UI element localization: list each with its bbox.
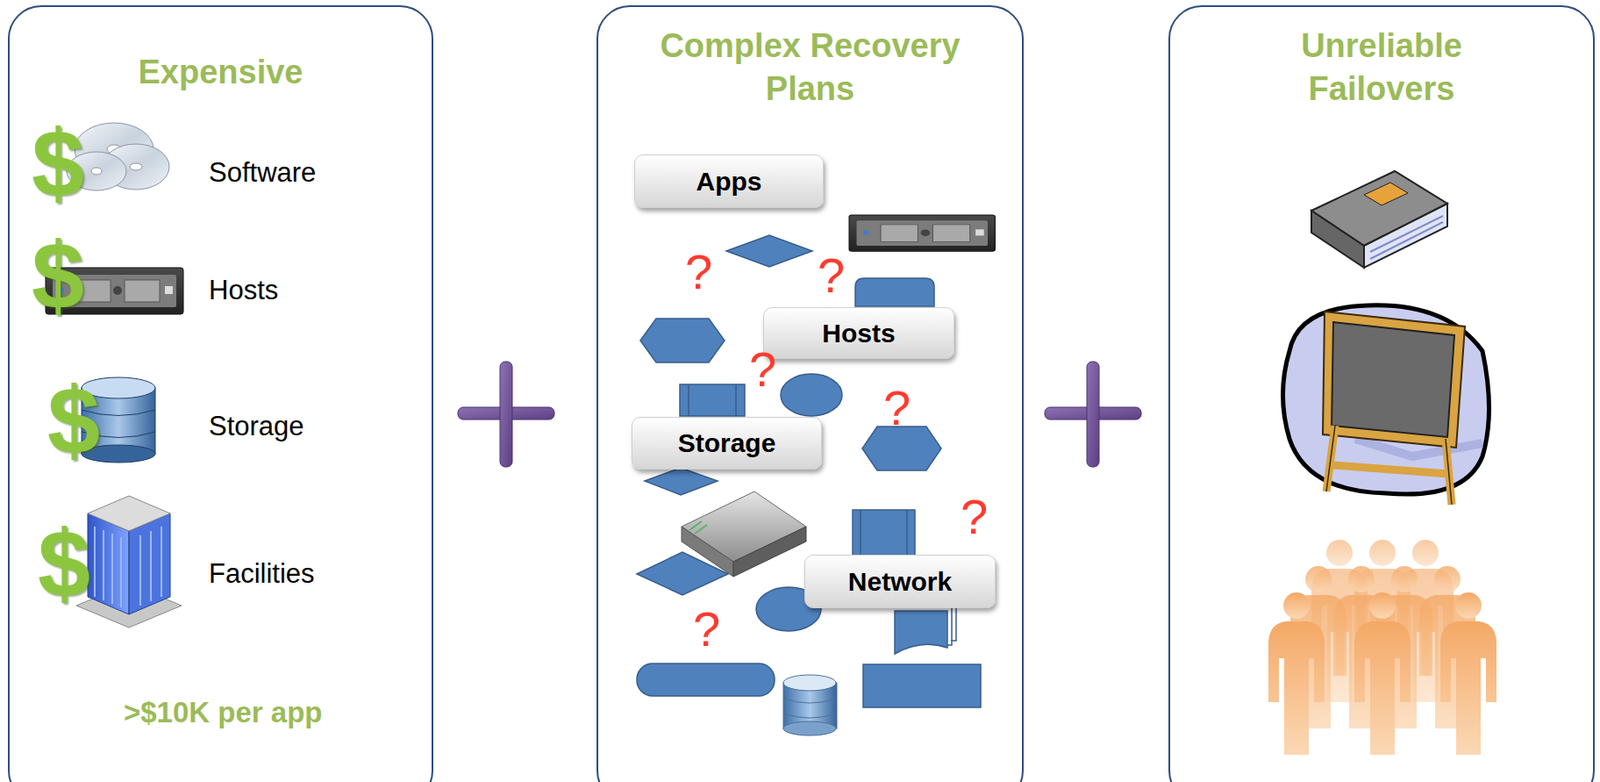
component-box: Network: [804, 554, 996, 608]
question-mark: ?: [749, 344, 777, 394]
whiteboard-icon: [1283, 305, 1490, 505]
flowchart-shapes-part: [862, 426, 942, 471]
flowchart-shapes-part: [780, 373, 843, 416]
manual-book-icon-part: [1364, 203, 1448, 268]
component-box: Storage: [631, 416, 822, 470]
people-icon-part: [1354, 592, 1411, 755]
plus-sign-part: [1086, 361, 1100, 467]
flowchart-shapes-part: [860, 509, 908, 557]
network-switch-icon: [681, 491, 807, 577]
flowchart-shapes-part: [726, 235, 813, 267]
cost-item: Facilities: [208, 558, 315, 589]
database-icon-part: [783, 698, 837, 718]
people-icon-part: [1440, 592, 1497, 755]
component-label: Apps: [696, 166, 763, 197]
component-label: Network: [848, 566, 952, 597]
whiteboard-icon-part: [1326, 425, 1452, 505]
network-switch-icon-part: [733, 526, 807, 577]
question-mark: ?: [685, 247, 713, 297]
flowchart-shapes-part: [863, 664, 981, 708]
manual-book-icon-part: [1364, 182, 1408, 206]
panel-heading: Unreliable Failovers: [1250, 24, 1514, 112]
people-icon: [1268, 539, 1497, 755]
cost-note: >$10K per app: [123, 696, 323, 729]
server-icon: [849, 214, 995, 251]
building-icon: [76, 495, 182, 628]
flowchart-shapes: [636, 235, 981, 708]
manual-book-icon-part: [1370, 215, 1443, 259]
cd-icon-part: [91, 167, 102, 175]
database-icon-part: [783, 674, 836, 691]
flowchart-shapes-part: [640, 318, 725, 363]
dollar-sign: $: [37, 515, 91, 611]
dollar-sign: $: [31, 228, 85, 323]
question-mark: ?: [817, 250, 845, 300]
manual-book-icon: [1311, 171, 1448, 268]
panel-heading: Expensive: [28, 50, 415, 94]
people-icon-part: [1268, 592, 1325, 755]
dollar-sign: $: [47, 372, 100, 468]
database-icon: [783, 674, 837, 736]
building-icon-part: [87, 495, 171, 531]
question-mark: ?: [692, 604, 721, 654]
flowchart-shapes-part: [894, 610, 948, 654]
cd-icon-part: [129, 163, 143, 171]
database-icon-part: [783, 721, 836, 736]
flowchart-shapes-part: [852, 509, 915, 557]
cost-item: Software: [208, 157, 316, 188]
network-switch-icon-part: [681, 526, 734, 577]
component-box: Apps: [634, 154, 824, 208]
flowchart-shapes-part: [688, 384, 736, 416]
panel-heading: Complex Recovery Plans: [639, 24, 982, 112]
category-panel: Complex Recovery PlansAppsHostsStorageNe…: [596, 5, 1024, 782]
category-panel: Unreliable Failovers: [1168, 5, 1595, 782]
flowchart-shapes-part: [644, 467, 718, 495]
component-label: Storage: [678, 428, 777, 458]
manual-book-icon-part: [1311, 210, 1365, 268]
flowchart-shapes-part: [855, 278, 935, 307]
whiteboard-icon-part: [1326, 425, 1452, 505]
dollar-sign: $: [31, 115, 85, 211]
question-mark: ?: [960, 492, 988, 542]
whiteboard-icon-part: [1322, 311, 1465, 448]
flowchart-shapes-part: [679, 384, 745, 416]
question-mark: ?: [883, 383, 911, 433]
network-switch-icon-part: [689, 521, 708, 534]
component-label: Hosts: [821, 318, 895, 349]
whiteboard-icon-part: [1331, 321, 1455, 437]
flowchart-shapes-part: [636, 663, 775, 696]
cost-item: Storage: [208, 411, 305, 442]
plus-sign-part: [500, 361, 513, 467]
building-icon-part: [94, 526, 162, 608]
cost-item: Hosts: [208, 275, 279, 306]
component-box: Hosts: [763, 307, 955, 359]
